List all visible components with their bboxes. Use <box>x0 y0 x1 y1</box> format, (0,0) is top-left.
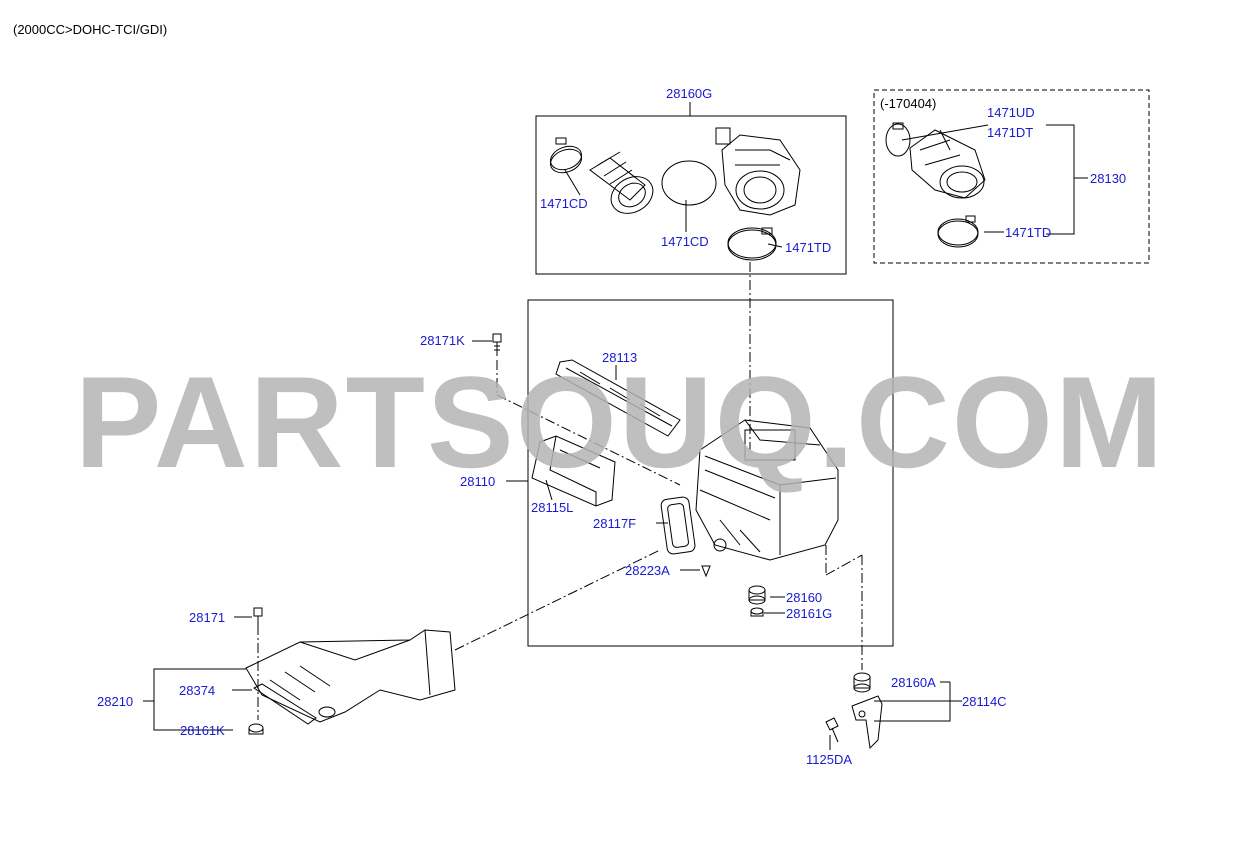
part-label-28114c[interactable]: 28114C <box>962 694 1007 709</box>
assembly-axes <box>257 262 863 720</box>
inset-date-note: (-170404) <box>880 96 937 111</box>
insulator-28160a <box>853 672 871 693</box>
cleaner-frame <box>527 299 894 647</box>
duct-28117f <box>660 496 696 555</box>
part-label-28113[interactable]: 28113 <box>602 350 638 365</box>
part-label-28117f[interactable]: 28117F <box>593 516 637 531</box>
intake-hose-28160g <box>589 151 654 214</box>
part-label-28171[interactable]: 28171 <box>189 610 226 625</box>
clamp-1471ud <box>885 122 911 157</box>
part-label-1471cd-a[interactable]: 1471CD <box>540 196 588 211</box>
part-label-28161g[interactable]: 28161G <box>786 606 833 621</box>
insulator-28160 <box>748 585 766 605</box>
seal-28374 <box>253 683 317 725</box>
filter-element-28113 <box>555 359 681 437</box>
resonator-frame <box>535 115 847 275</box>
part-label-28160[interactable]: 28160 <box>786 590 823 605</box>
engine-spec-label: (2000CC>DOHC-TCI/GDI) <box>13 22 168 37</box>
bolt-28171 <box>253 607 263 632</box>
part-label-28115l[interactable]: 28115L <box>531 500 574 515</box>
part-label-1471dt[interactable]: 1471DT <box>987 125 1034 140</box>
part-label-28160a[interactable]: 28160A <box>891 675 936 690</box>
part-label-28160g[interactable]: 28160G <box>666 86 713 101</box>
part-label-1125da[interactable]: 1125DA <box>806 752 853 767</box>
part-label-1471ud[interactable]: 1471UD <box>987 105 1035 120</box>
part-label-1471td-a[interactable]: 1471TD <box>785 240 832 255</box>
air-duct-28210 <box>245 629 456 723</box>
resonator-body <box>715 127 801 216</box>
clamp-1471td-inset <box>937 215 979 248</box>
part-label-28110[interactable]: 28110 <box>460 474 496 489</box>
air-cleaner-body-28110 <box>695 419 839 561</box>
nut-28161g <box>750 607 764 617</box>
leader-lines <box>143 102 1088 750</box>
bolt-1125da <box>825 717 839 743</box>
nut-28161k <box>248 723 264 735</box>
intake-hose-28130 <box>909 129 986 199</box>
clamp-1471cd-left <box>550 137 582 174</box>
part-label-1471cd-b[interactable]: 1471CD <box>661 234 709 249</box>
bracket-28114c <box>851 695 883 750</box>
part-label-28374[interactable]: 28374 <box>179 683 216 698</box>
inset-frame <box>873 89 1150 264</box>
clamp-1471td <box>727 227 777 261</box>
part-label-28223a[interactable]: 28223A <box>625 563 670 578</box>
seal-ring-1471cd <box>661 160 717 206</box>
part-label-28161k[interactable]: 28161K <box>180 723 225 738</box>
part-label-28130[interactable]: 28130 <box>1090 171 1127 186</box>
part-label-28171k[interactable]: 28171K <box>420 333 465 348</box>
part-label-1471td-b[interactable]: 1471TD <box>1005 225 1052 240</box>
part-label-28210[interactable]: 28210 <box>97 694 134 709</box>
bolt-28171k <box>492 333 502 356</box>
cover-28115l <box>531 435 616 507</box>
grommet-28223a <box>701 565 711 578</box>
